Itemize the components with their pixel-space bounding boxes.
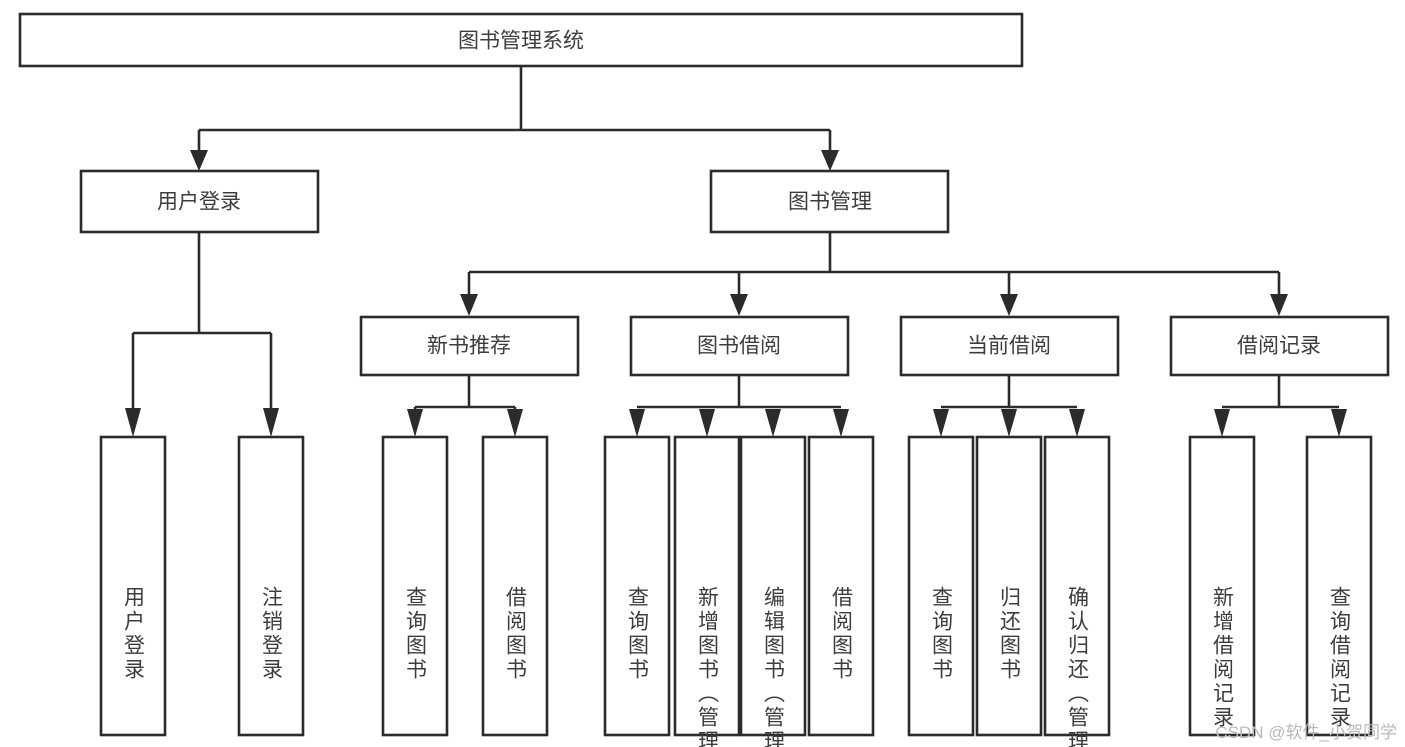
node-book-manage-label: 图书管理 <box>788 191 872 214</box>
arrow-head-leaf-6 <box>699 409 715 437</box>
node-book-borrow-box[interactable] <box>629 315 850 377</box>
node-leaf-1-label: 用户登录 <box>122 586 146 682</box>
node-leaf-6-box[interactable] <box>673 435 741 737</box>
node-current-borrow[interactable]: 当前借阅 <box>899 315 1120 377</box>
arrow-head-book-borrow <box>730 294 748 316</box>
node-current-borrow-box[interactable] <box>899 315 1120 377</box>
node-leaf-2-box[interactable] <box>237 435 305 737</box>
node-borrow-record[interactable]: 借阅记录 <box>1169 315 1390 377</box>
arrow-head-leaf-3 <box>407 409 423 437</box>
node-user-login[interactable]: 用户登录 <box>79 169 320 234</box>
arrow-head-leaf-11 <box>1069 409 1085 437</box>
node-leaf-9-label: 查询图书 <box>930 586 954 682</box>
node-leaf-11-label: 确认归还（管理员） <box>1066 586 1090 747</box>
node-new-book-rec-box[interactable] <box>359 315 580 377</box>
arrow-head-leaf-12 <box>1214 409 1230 437</box>
node-leaf-2-label: 注销登录 <box>260 586 284 682</box>
node-leaf-9[interactable]: 查询图书 <box>907 435 975 737</box>
node-leaf-6[interactable]: 新增图书（管理员） <box>673 435 741 747</box>
node-leaf-10-label: 归还图书 <box>998 586 1022 682</box>
node-leaf-7-label: 编辑图书（管理员） <box>762 586 786 747</box>
node-leaf-12-label: 新增借阅记录 <box>1211 586 1235 730</box>
node-leaf-5[interactable]: 查询图书 <box>603 435 671 737</box>
node-leaf-4[interactable]: 借阅图书 <box>481 435 549 737</box>
node-leaf-3-box[interactable] <box>381 435 449 737</box>
node-leaf-1[interactable]: 用户登录 <box>99 435 167 737</box>
arrow-head-leaf-8 <box>833 409 849 437</box>
arrow-head-leaf-10 <box>1001 409 1017 437</box>
connector-user-login-to-leaves <box>125 232 279 437</box>
node-leaf-7[interactable]: 编辑图书（管理员） <box>739 435 807 747</box>
node-leaf-12-box[interactable] <box>1188 435 1256 737</box>
node-leaf-5-box[interactable] <box>603 435 671 737</box>
arrow-head-borrow-record <box>1270 294 1288 316</box>
node-leaf-13[interactable]: 查询借阅记录 <box>1305 435 1373 737</box>
node-leaf-6-label: 新增图书（管理员） <box>696 586 720 747</box>
node-root[interactable]: 图书管理系统 <box>18 12 1024 68</box>
node-new-book-rec[interactable]: 新书推荐 <box>359 315 580 377</box>
arrow-head-leaf-4 <box>507 409 523 437</box>
node-new-book-rec-label: 新书推荐 <box>427 335 511 358</box>
node-leaf-8[interactable]: 借阅图书 <box>807 435 875 737</box>
node-root-label: 图书管理系统 <box>458 30 584 53</box>
node-leaf-4-box[interactable] <box>481 435 549 737</box>
node-leaf-1-box[interactable] <box>99 435 167 737</box>
connector-new-book-rec-to-leaves <box>407 375 523 437</box>
node-leaf-2[interactable]: 注销登录 <box>237 435 305 737</box>
arrow-head-leaf-13 <box>1331 409 1347 437</box>
node-leaf-11-box[interactable] <box>1043 435 1111 737</box>
node-leaf-8-label: 借阅图书 <box>830 586 854 682</box>
node-leaf-12[interactable]: 新增借阅记录 <box>1188 435 1256 737</box>
arrow-head-leaf-2 <box>263 408 279 437</box>
node-root-box[interactable] <box>18 12 1024 68</box>
node-current-borrow-label: 当前借阅 <box>967 335 1051 358</box>
node-leaf-10-box[interactable] <box>975 435 1043 737</box>
arrow-head-new-book-rec <box>460 294 478 316</box>
node-book-manage[interactable]: 图书管理 <box>709 169 950 234</box>
node-book-borrow[interactable]: 图书借阅 <box>629 315 850 377</box>
node-book-manage-box[interactable] <box>709 169 950 234</box>
arrow-head-current-borrow <box>1000 294 1018 316</box>
node-leaf-8-box[interactable] <box>807 435 875 737</box>
arrow-head-book-manage <box>821 150 839 171</box>
connector-borrow-record-to-leaves <box>1214 375 1347 437</box>
arrow-head-user-login <box>190 150 208 171</box>
node-book-borrow-label: 图书借阅 <box>697 335 781 358</box>
node-borrow-record-label: 借阅记录 <box>1237 335 1321 358</box>
arrow-head-leaf-9 <box>933 409 949 437</box>
node-leaf-13-label: 查询借阅记录 <box>1328 586 1352 730</box>
arrow-head-leaf-5 <box>629 409 645 437</box>
node-leaf-5-label: 查询图书 <box>626 586 650 682</box>
node-user-login-box[interactable] <box>79 169 320 234</box>
node-leaf-11[interactable]: 确认归还（管理员） <box>1043 435 1111 747</box>
connector-current-borrow-to-leaves <box>933 375 1085 437</box>
arrow-head-leaf-7 <box>765 409 781 437</box>
node-leaf-3-label: 查询图书 <box>404 586 428 682</box>
connector-root-to-level2 <box>190 66 839 171</box>
connector-book-manage-to-level3 <box>460 232 1288 316</box>
node-user-login-label: 用户登录 <box>157 191 241 214</box>
node-leaf-9-box[interactable] <box>907 435 975 737</box>
node-borrow-record-box[interactable] <box>1169 315 1390 377</box>
node-leaf-10[interactable]: 归还图书 <box>975 435 1043 737</box>
node-leaf-7-box[interactable] <box>739 435 807 737</box>
arrow-head-leaf-1 <box>125 408 141 437</box>
node-leaf-3[interactable]: 查询图书 <box>381 435 449 737</box>
connector-book-borrow-to-leaves <box>629 375 849 437</box>
node-leaf-4-label: 借阅图书 <box>504 586 528 682</box>
node-leaf-13-box[interactable] <box>1305 435 1373 737</box>
